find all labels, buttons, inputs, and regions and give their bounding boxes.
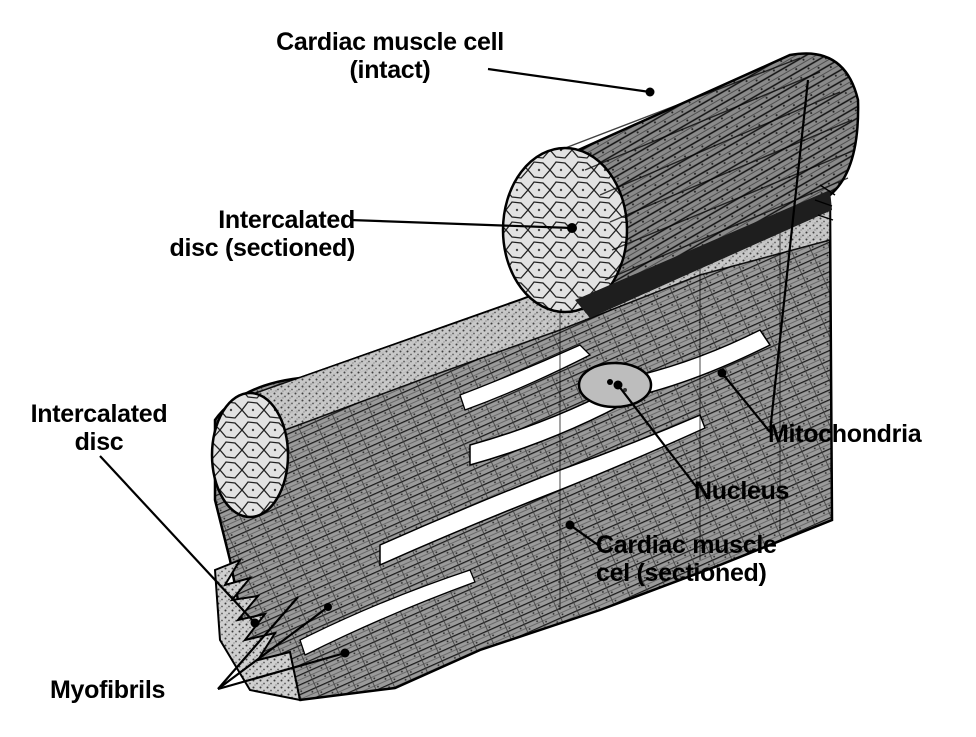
label-cardiac-muscle-cell-intact: Cardiac muscle cell (intact) [270,28,510,84]
label-nucleus: Nucleus [694,477,834,505]
label-intercalated-disc: Intercalated disc [0,400,198,456]
label-myofibrils: Myofibrils [50,676,225,704]
label-cardiac-muscle-cell-sectioned: Cardiac muscle cel (sectioned) [596,531,806,587]
label-intercalated-disc-sectioned: Intercalated disc (sectioned) [150,206,355,262]
label-mitochondria: Mitochondria [768,420,973,448]
